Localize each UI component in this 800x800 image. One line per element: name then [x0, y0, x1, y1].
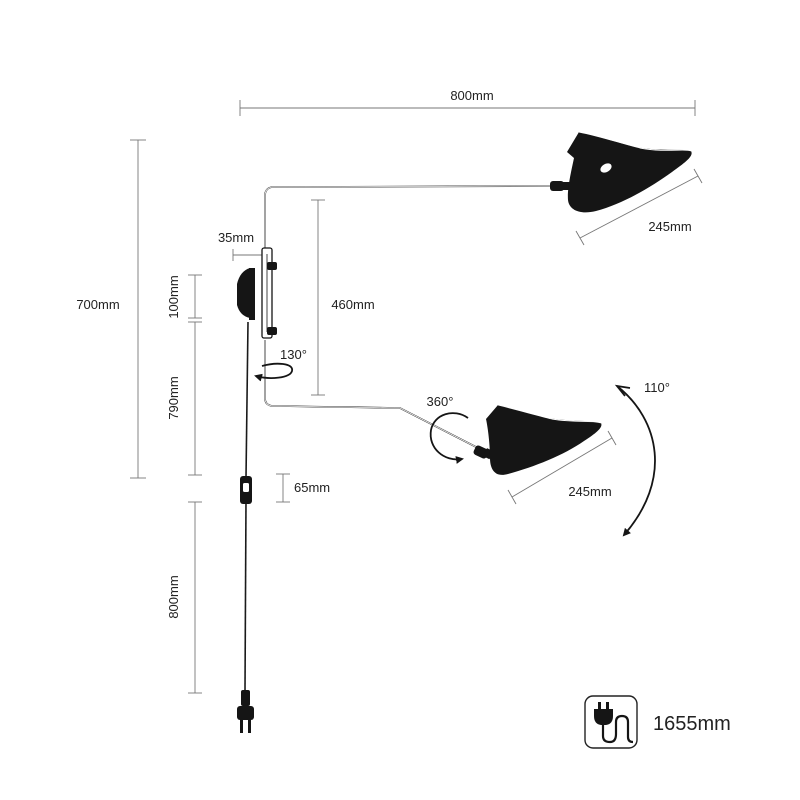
dimension-shade-top: 245mm — [575, 168, 703, 246]
arm-rotation-label: 130° — [280, 347, 307, 362]
shade-rotation-label: 360° — [427, 394, 454, 409]
dimension-arm-vertical-label: 460mm — [331, 297, 374, 312]
dimension-lower-height-label: 790mm — [166, 376, 181, 419]
dimension-total-width-label: 800mm — [450, 88, 493, 103]
upper-arm — [264, 181, 570, 250]
dimension-plate-offset: 35mm — [218, 230, 263, 261]
shade-tilt-label: 110° — [644, 380, 670, 395]
power-plug — [237, 690, 254, 733]
power-cable — [244, 321, 249, 691]
dimension-upper-height-label: 100mm — [166, 275, 181, 318]
dimension-lower-height: 790mm — [166, 321, 202, 476]
dimension-shade-top-label: 245mm — [648, 219, 691, 234]
bottom-lamp-shade — [486, 404, 602, 475]
cable-length-label: 1655mm — [653, 713, 731, 735]
dimension-upper-height: 100mm — [166, 274, 202, 319]
dimension-plate-offset-label: 35mm — [218, 230, 254, 245]
dimension-cable-lower-label: 800mm — [166, 575, 181, 618]
arm-rotation-indicator: 130° — [254, 347, 307, 382]
dimension-switch-offset: 65mm — [276, 473, 330, 503]
dimension-total-height: 700mm — [76, 139, 146, 479]
cable-length-block: 1655mm — [584, 695, 731, 749]
dimension-shade-bottom-label: 245mm — [568, 484, 611, 499]
mount-column — [261, 247, 277, 339]
top-lamp-shade — [567, 131, 692, 213]
dimension-arm-vertical: 460mm — [311, 199, 375, 396]
dimension-cable-lower: 800mm — [166, 501, 202, 694]
shade-tilt-indicator: 110° — [614, 380, 670, 537]
dimension-total-height-label: 700mm — [76, 297, 119, 312]
cable-switch — [240, 476, 252, 504]
wall-plate — [237, 268, 255, 320]
dimension-switch-offset-label: 65mm — [294, 480, 330, 495]
dimension-total-width: 800mm — [239, 88, 696, 116]
shade-rotation-indicator: 360° — [427, 394, 469, 464]
dimension-shade-bottom: 245mm — [507, 430, 617, 505]
